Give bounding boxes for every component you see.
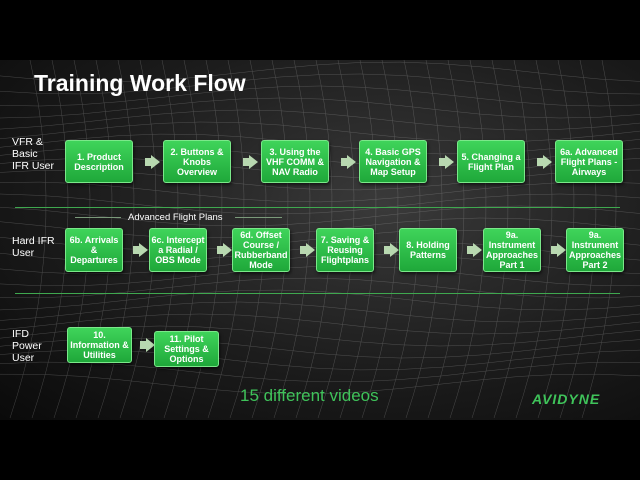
workflow-step-box[interactable]: 9a. Instrument Approaches Part 1 <box>483 228 541 272</box>
arrow-right-icon <box>300 243 315 257</box>
workflow-step-box[interactable]: 5. Changing a Flight Plan <box>457 140 525 183</box>
arrow-right-icon <box>537 154 552 169</box>
divider <box>15 207 620 208</box>
avidyne-logo: AVIDYNE <box>532 391 601 407</box>
divider <box>15 293 620 294</box>
workflow-step-box[interactable]: 6c. Intercept a Radial / OBS Mode <box>149 228 207 272</box>
arrow-right-icon <box>439 154 454 169</box>
arrow-right-icon <box>216 243 232 257</box>
arrow-right-icon <box>140 338 155 352</box>
workflow-step-box[interactable]: 8. Holding Patterns <box>399 228 457 272</box>
group-line <box>235 217 282 218</box>
workflow-step-box[interactable]: 11. Pilot Settings & Options <box>154 331 219 367</box>
arrow-right-icon <box>550 243 566 257</box>
workflow-step-box[interactable]: 1. Product Description <box>65 140 133 183</box>
workflow-step-box[interactable]: 7. Saving & Reusing Flightplans <box>316 228 374 272</box>
workflow-step-box[interactable]: 4. Basic GPS Navigation & Map Setup <box>359 140 427 183</box>
arrow-right-icon <box>243 154 258 169</box>
workflow-step-box[interactable]: 2. Buttons & Knobs Overview <box>163 140 231 183</box>
workflow-step-box[interactable]: 3. Using the VHF COMM & NAV Radio <box>261 140 329 183</box>
arrow-right-icon <box>383 243 399 257</box>
workflow-step-box[interactable]: 10. Information & Utilities <box>67 327 132 363</box>
arrow-right-icon <box>467 243 482 257</box>
arrow-right-icon <box>341 154 356 169</box>
workflow-step-box[interactable]: 6a. Advanced Flight Plans - Airways <box>555 140 623 183</box>
workflow-step-box[interactable]: 9a. Instrument Approaches Part 2 <box>566 228 624 272</box>
slide: Training Work Flow Advanced Flight Plans… <box>0 60 640 420</box>
arrow-right-icon <box>133 243 148 257</box>
footer-text: 15 different videos <box>240 386 379 405</box>
workflow-step-box[interactable]: 6d. Offset Course / Rubberband Mode <box>232 228 290 272</box>
group-label: Advanced Flight Plans <box>128 212 223 223</box>
slide-title: Training Work Flow <box>34 70 246 96</box>
arrow-right-icon <box>145 154 160 169</box>
workflow-step-box[interactable]: 6b. Arrivals & Departures <box>65 228 123 272</box>
group-line <box>75 217 121 218</box>
